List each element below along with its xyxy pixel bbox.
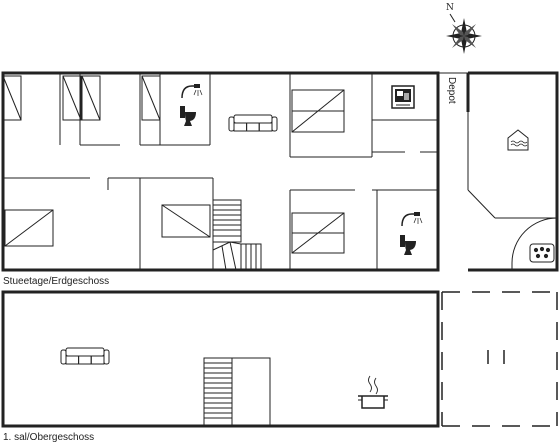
staircase bbox=[212, 199, 262, 271]
staircase bbox=[203, 357, 271, 427]
shower-icon bbox=[401, 212, 423, 227]
ground-floor bbox=[1, 71, 559, 272]
toilet-icon bbox=[400, 235, 416, 255]
sofa-icon bbox=[60, 347, 110, 365]
bed bbox=[141, 75, 161, 121]
bed bbox=[4, 209, 54, 247]
compass-rose-icon bbox=[446, 13, 482, 54]
upper-floor bbox=[1, 290, 558, 428]
bed bbox=[2, 75, 22, 121]
bed bbox=[291, 212, 345, 254]
depot-label: Depot bbox=[446, 77, 457, 104]
sofa-icon bbox=[228, 114, 278, 132]
tv-icon bbox=[391, 85, 415, 109]
toilet-icon bbox=[180, 106, 196, 126]
bed bbox=[291, 89, 345, 133]
bed bbox=[161, 204, 211, 238]
upper-floor-label: 1. sal/Obergeschoss bbox=[3, 432, 94, 443]
compass-north-label: N bbox=[446, 3, 454, 13]
pool-icon bbox=[507, 129, 529, 151]
jacuzzi-icon bbox=[529, 243, 555, 263]
ground-floor-label: Stueetage/Erdgeschoss bbox=[3, 276, 109, 287]
shower-icon bbox=[181, 84, 203, 99]
bed bbox=[62, 75, 82, 121]
cooking-pot-icon bbox=[358, 375, 388, 409]
bed bbox=[81, 75, 101, 121]
